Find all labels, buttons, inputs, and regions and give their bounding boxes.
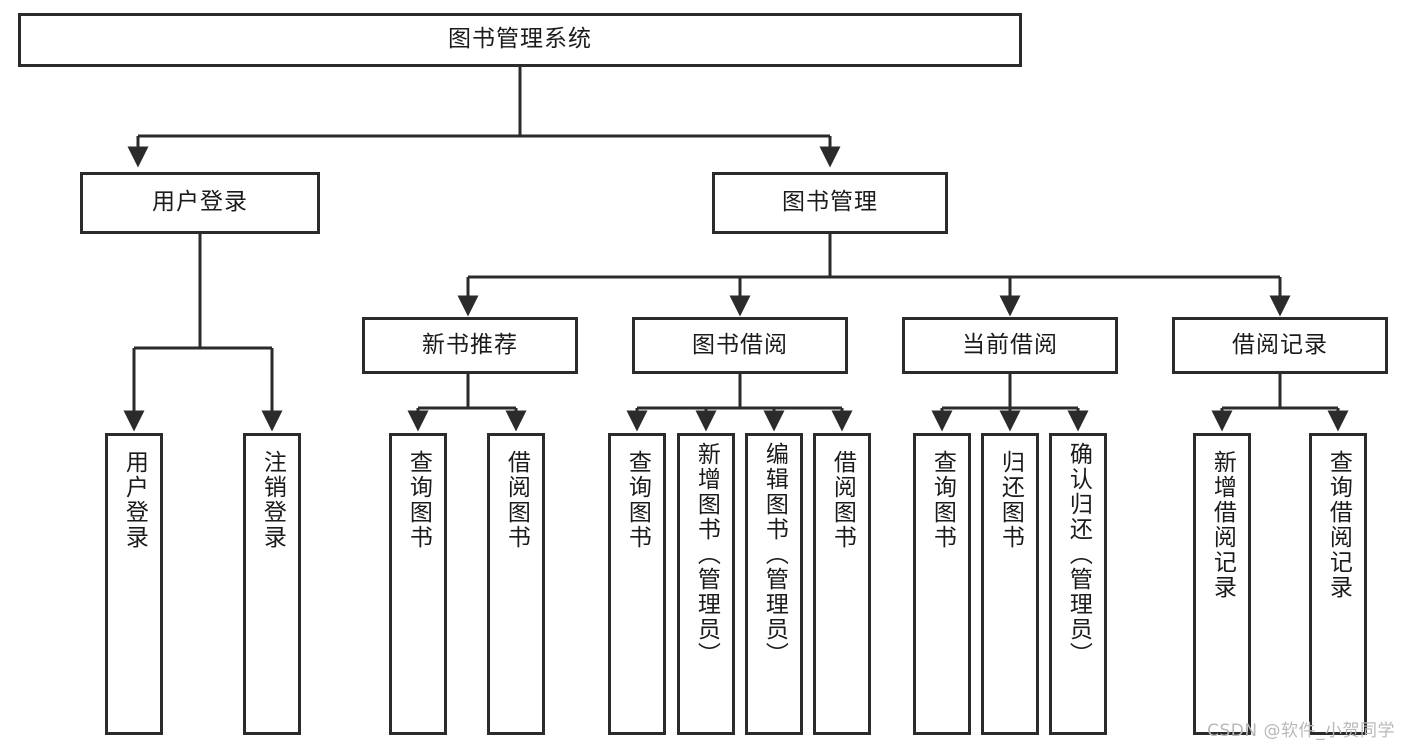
node-label: 图书借阅 bbox=[692, 331, 788, 358]
node-label: 借阅图书 bbox=[503, 450, 530, 550]
node-label: 新增图书（管理员） bbox=[693, 442, 720, 667]
node-label: 编辑图书（管理员） bbox=[761, 442, 788, 667]
node-borrow-record[interactable]: 借阅记录 bbox=[1172, 317, 1388, 374]
leaf-borrow-record-add-record[interactable]: 新增借阅记录 bbox=[1193, 433, 1251, 735]
node-label: 图书管理系统 bbox=[448, 26, 592, 53]
leaf-new-book-borrow-book[interactable]: 借阅图书 bbox=[487, 433, 545, 735]
leaf-user-login-logout[interactable]: 注销登录 bbox=[243, 433, 301, 735]
node-new-book-recommend[interactable]: 新书推荐 bbox=[362, 317, 578, 374]
node-label: 借阅图书 bbox=[829, 450, 856, 550]
node-user-login[interactable]: 用户登录 bbox=[80, 172, 320, 234]
leaf-new-book-query-book[interactable]: 查询图书 bbox=[389, 433, 447, 735]
node-label: 新增借阅记录 bbox=[1209, 450, 1236, 600]
leaf-book-borrow-query-book[interactable]: 查询图书 bbox=[608, 433, 666, 735]
node-label: 新书推荐 bbox=[422, 331, 518, 358]
node-label: 借阅记录 bbox=[1232, 331, 1328, 358]
leaf-book-borrow-add-book-admin[interactable]: 新增图书（管理员） bbox=[677, 433, 735, 735]
node-label: 图书管理 bbox=[782, 189, 878, 216]
leaf-current-borrow-query-book[interactable]: 查询图书 bbox=[913, 433, 971, 735]
watermark: CSDN @软件_小贺同学 bbox=[1207, 721, 1395, 741]
leaf-book-borrow-edit-book-admin[interactable]: 编辑图书（管理员） bbox=[745, 433, 803, 735]
leaf-borrow-record-query-record[interactable]: 查询借阅记录 bbox=[1309, 433, 1367, 735]
node-label: 当前借阅 bbox=[962, 331, 1058, 358]
leaf-current-borrow-confirm-return-admin[interactable]: 确认归还（管理员） bbox=[1049, 433, 1107, 735]
node-label: 查询图书 bbox=[624, 450, 651, 550]
node-label: 确认归还（管理员） bbox=[1065, 442, 1092, 667]
leaf-user-login-login[interactable]: 用户登录 bbox=[105, 433, 163, 735]
node-current-borrow[interactable]: 当前借阅 bbox=[902, 317, 1118, 374]
node-label: 查询图书 bbox=[929, 450, 956, 550]
leaf-current-borrow-return-book[interactable]: 归还图书 bbox=[981, 433, 1039, 735]
node-label: 用户登录 bbox=[152, 189, 248, 216]
node-label: 查询借阅记录 bbox=[1325, 450, 1352, 600]
leaf-book-borrow-borrow-book[interactable]: 借阅图书 bbox=[813, 433, 871, 735]
node-book-management[interactable]: 图书管理 bbox=[712, 172, 948, 234]
node-label: 归还图书 bbox=[997, 450, 1024, 550]
node-label: 注销登录 bbox=[259, 450, 286, 550]
node-book-borrow[interactable]: 图书借阅 bbox=[632, 317, 848, 374]
node-label: 用户登录 bbox=[121, 450, 148, 550]
node-root-book-management-system[interactable]: 图书管理系统 bbox=[18, 13, 1022, 67]
node-label: 查询图书 bbox=[405, 450, 432, 550]
